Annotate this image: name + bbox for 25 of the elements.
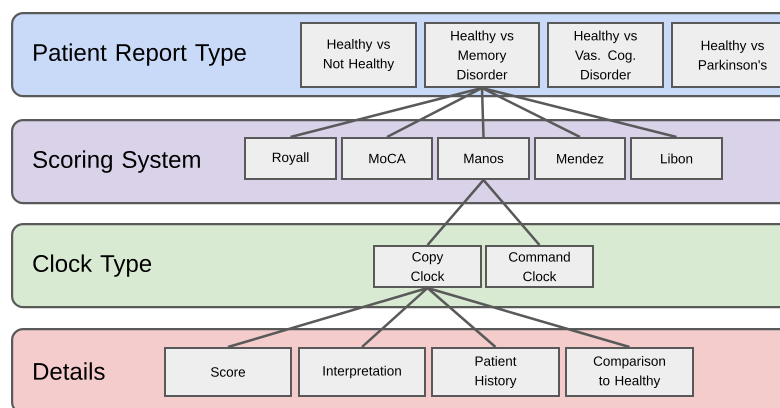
category-box: Royall [244,137,337,180]
category-box: Manos [437,137,530,180]
category-box: Copy Clock [373,245,482,288]
category-box: Score [164,347,292,397]
connector-line [482,179,540,246]
connector-line [386,86,483,138]
connector-line [426,287,496,348]
category-box: Healthy vs Not Healthy [300,22,417,88]
connector-line [426,179,484,246]
category-box: Comparison to Healthy [565,347,694,397]
category-box: Healthy vs Vas. Cog. Disorder [547,22,664,88]
category-box: MoCA [341,137,433,180]
connector-line [228,286,428,348]
connector-line [290,86,482,138]
category-box: Patient History [431,347,560,397]
category-box: Interpretation [298,347,426,397]
category-box: Mendez [534,137,626,180]
connector-line [361,287,428,348]
connector-line [427,286,630,348]
category-box: Libon [630,137,723,180]
connector-line [481,86,581,138]
category-box: Healthy vs Parkinson's [671,22,780,88]
connector-line [480,88,485,138]
category-box: Healthy vs Memory Disorder [424,22,540,88]
category-box: Command Clock [485,245,594,288]
